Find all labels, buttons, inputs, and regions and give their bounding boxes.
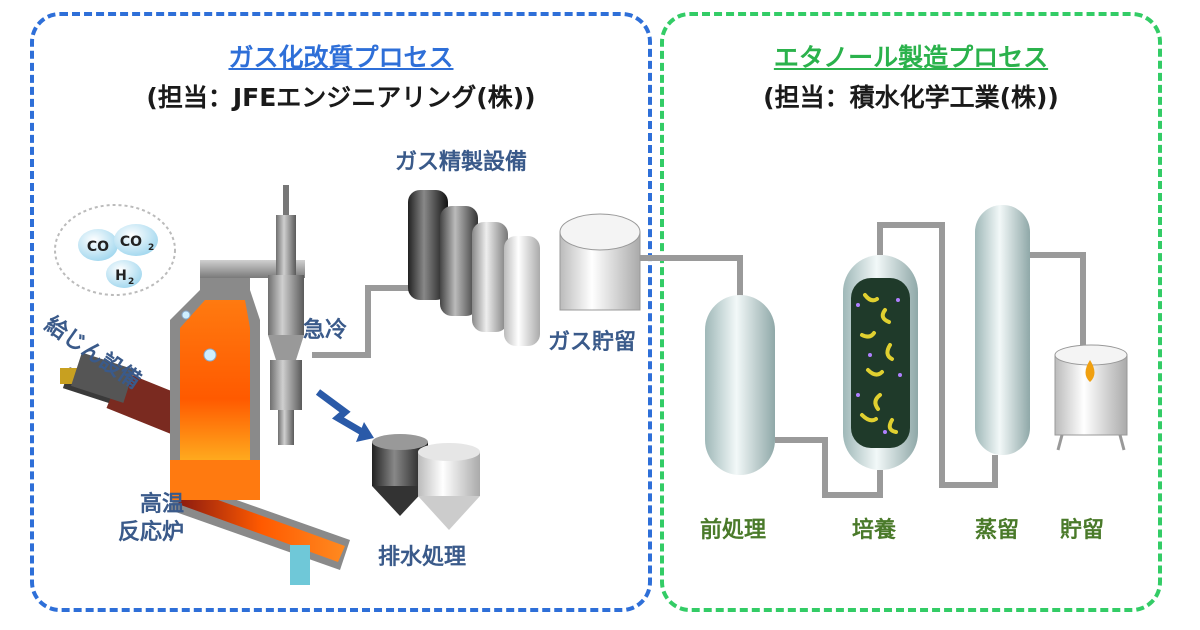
- gasification-subtitle: (担当：JFEエンジニアリング(株)): [146, 83, 536, 112]
- wastewater-arrow: [315, 389, 364, 436]
- gas-storage-label: ガス貯留: [548, 330, 637, 355]
- co2-bubble: [114, 224, 158, 256]
- co2-text: CO: [120, 234, 142, 250]
- co2-subscript: 2: [148, 243, 154, 253]
- stage-culture-label: 培養: [852, 518, 897, 543]
- h2-subscript: 2: [128, 277, 134, 287]
- pretreatment-vessel: [705, 295, 775, 475]
- gas-purification-label: ガス精製設備: [395, 150, 528, 175]
- h2-bubble: [106, 260, 142, 288]
- gasification-title: ガス化改質プロセス: [228, 43, 454, 72]
- wastewater-label: 排水処理: [378, 545, 467, 570]
- gas-storage-tank: [559, 213, 641, 311]
- reactor-label-line1: 高温: [140, 492, 185, 517]
- gasification-process-panel: [30, 12, 652, 612]
- wastewater-tanks: [372, 434, 480, 530]
- quench-tower: [268, 185, 304, 445]
- ethanol-subtitle: (担当：積水化学工業(株)): [763, 83, 1059, 112]
- quench-label: 急冷: [303, 318, 348, 343]
- co-text: CO: [87, 239, 109, 255]
- piping: [312, 222, 1086, 498]
- gas-purification-cylinders: [408, 190, 540, 346]
- stage-distillation-label: 蒸留: [975, 518, 1020, 543]
- stage-pretreatment-label: 前処理: [700, 518, 767, 543]
- co-bubble: [78, 229, 118, 261]
- culture-vessel: [843, 255, 918, 470]
- reactor-label-line2: 反応炉: [118, 520, 185, 545]
- reactor: [170, 260, 350, 585]
- ethanol-process-panel: [660, 12, 1162, 612]
- gas-cloud: CO CO 2 H 2: [54, 204, 217, 362]
- stage-storage-label: 貯留: [1060, 518, 1105, 543]
- ethanol-title: エタノール製造プロセス: [773, 43, 1049, 72]
- wastewater-arrow-head: [356, 422, 374, 442]
- ethanol-storage-tank: [1054, 344, 1128, 451]
- distillation-column: [975, 205, 1030, 455]
- h2-text: H: [115, 268, 127, 284]
